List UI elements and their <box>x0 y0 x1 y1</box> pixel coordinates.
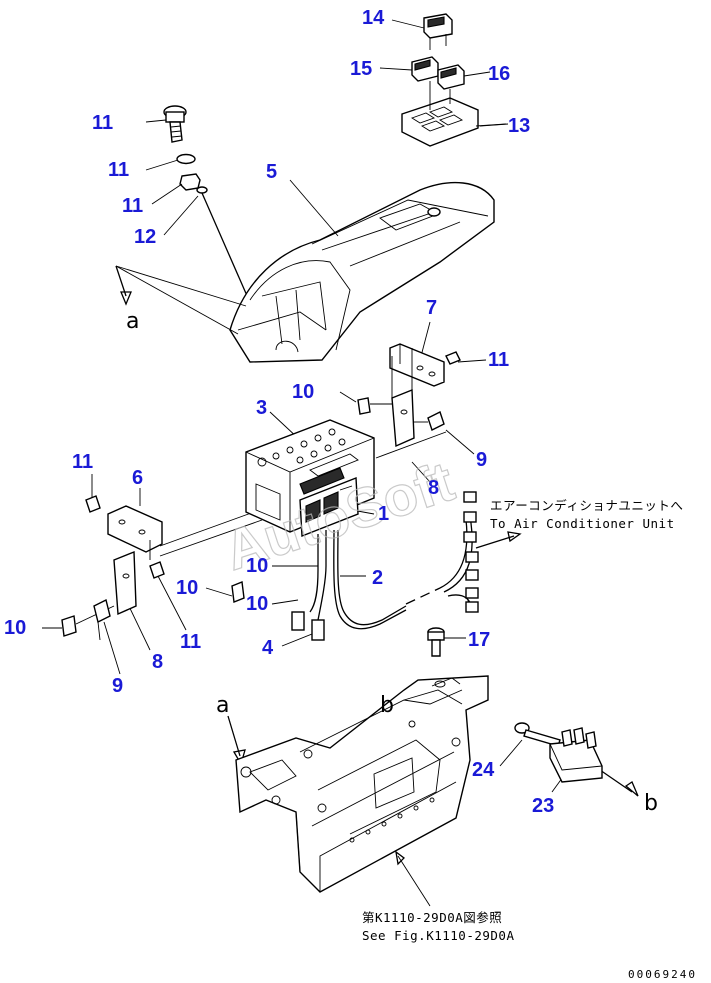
callout-4: 4 <box>262 637 274 659</box>
bolt-15 <box>163 105 187 143</box>
switch-21 <box>411 56 439 82</box>
bracket-8-left <box>113 550 137 616</box>
callout-10-mid: 10 <box>176 577 198 599</box>
ref-letter-a-top: a <box>126 309 139 334</box>
bolt-24 <box>514 722 561 747</box>
callout-13: 10 <box>246 555 268 577</box>
washer-16 <box>176 153 196 165</box>
connectors-aircon <box>463 491 479 613</box>
note-aircon-jp: エアーコンディショナユニットへ <box>490 498 683 513</box>
callout-11-mid: 11 <box>180 631 201 653</box>
clip-11-left <box>85 495 101 513</box>
callout-11-left: 11 <box>72 451 93 473</box>
callout-9-right: 9 <box>476 449 487 471</box>
switch-22 <box>437 64 465 90</box>
callout-8-left: 8 <box>152 651 163 673</box>
callout-3: 3 <box>256 397 267 419</box>
callout-1: 1 <box>378 503 389 525</box>
bolt-9-left <box>93 598 111 641</box>
callout-9-left: 9 <box>112 675 123 697</box>
switch-panel-19 <box>401 81 479 147</box>
ref-letter-b-right: b <box>644 791 658 816</box>
switch-20 <box>423 13 453 50</box>
bracket-6 <box>107 505 163 560</box>
connector-bracket-23 <box>549 727 603 783</box>
guide-line-2 <box>159 511 255 547</box>
bracket-7 <box>389 343 445 387</box>
ref-letter-a-frame: a <box>216 693 229 718</box>
guide-line-3 <box>375 431 447 459</box>
callout-2: 2 <box>372 567 383 589</box>
connector-4 <box>311 619 325 641</box>
callout-16: 11 <box>108 159 129 181</box>
callout-15: 11 <box>92 112 113 134</box>
clip-11-top <box>445 351 461 365</box>
bracket-8-right <box>391 348 415 448</box>
callout-17: 11 <box>122 195 143 217</box>
harness-13 <box>309 530 327 621</box>
callout-8-right: 8 <box>428 477 439 499</box>
drawing-number: 00069240 <box>628 968 697 981</box>
callout-22: 16 <box>488 63 510 85</box>
callout-7: 7 <box>426 297 437 319</box>
clip-11-mid <box>149 561 165 579</box>
bolt-10-mid <box>231 581 245 603</box>
console-cover-5 <box>229 181 495 363</box>
callout-18: 12 <box>134 226 156 248</box>
note-ref-jp: 第K1110-29D0A図参照 <box>362 910 502 925</box>
callout-21: 15 <box>350 58 372 80</box>
callout-14: 17 <box>468 629 490 651</box>
guide-line-1 <box>159 519 263 557</box>
callout-10-left: 10 <box>4 617 26 639</box>
callout-20: 14 <box>362 7 385 29</box>
console-frame <box>235 675 489 893</box>
note-aircon-en: To Air Conditioner Unit <box>490 516 675 531</box>
bolt-14 <box>427 627 445 657</box>
callout-12: 10 <box>246 593 268 615</box>
callout-6: 6 <box>132 467 143 489</box>
ref-letter-b-frame: b <box>380 693 394 718</box>
bolt-10-top <box>357 397 392 415</box>
callout-23: 23 <box>532 795 554 817</box>
bolt-9-right <box>414 411 445 431</box>
callout-11-top: 11 <box>488 349 509 371</box>
nut-17 <box>179 173 201 191</box>
harness-2 <box>333 515 473 630</box>
callout-10-top: 10 <box>292 381 314 403</box>
connector-12 <box>291 611 305 631</box>
connector-1 <box>299 476 359 538</box>
callout-24: 24 <box>472 759 495 781</box>
callout-19: 13 <box>508 115 530 137</box>
callout-5: 5 <box>266 161 277 183</box>
note-ref-en: See Fig.K1110-29D0A <box>362 928 515 943</box>
